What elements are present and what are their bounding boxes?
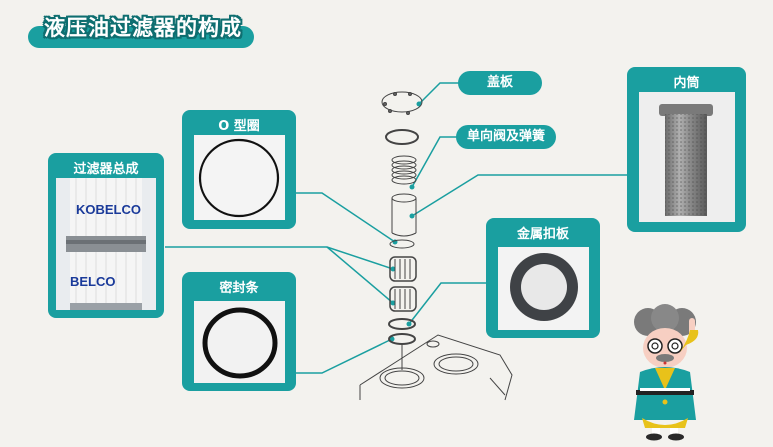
card-filter-assembly: 过滤器总成 KOBELCO BELCO: [48, 153, 164, 318]
exploded-parts-drawing: [359, 91, 513, 401]
card-metal-buckle-plate: 金属扣板: [486, 218, 600, 338]
metal-buckle-plate-icon: [510, 253, 578, 321]
page-title: 液压油过滤器的构成: [28, 10, 258, 50]
inner-tube-photo: [639, 92, 735, 222]
card-inner-tube: 内筒: [627, 67, 746, 232]
card-o-ring-label: O 型圈: [218, 119, 260, 134]
filter-assembly-icon: [66, 178, 146, 310]
professor-character-icon: [634, 304, 699, 441]
callout-cover-plate: 盖板: [458, 71, 542, 95]
callout-check-valve-spring: 单向阀及弹簧: [456, 125, 556, 149]
seal-strip-photo: [194, 301, 285, 383]
title-banner: [28, 26, 254, 48]
card-metal-buckle-plate-label: 金属扣板: [516, 227, 569, 242]
card-inner-tube-label: 内筒: [673, 76, 700, 91]
brand-text-top: KOBELCO: [76, 202, 141, 217]
card-filter-assembly-label: 过滤器总成: [73, 162, 139, 177]
callout-cover-plate-label: 盖板: [486, 75, 513, 90]
mascot-professor: [630, 300, 710, 447]
page-title-text: 液压油过滤器的构成: [44, 16, 242, 40]
seal-strip-icon: [202, 307, 278, 379]
filter-assembly-photo: KOBELCO BELCO: [56, 178, 156, 310]
o-ring-icon: [198, 138, 280, 218]
callout-check-valve-spring-label: 单向阀及弹簧: [466, 129, 545, 144]
inner-tube-icon: [659, 104, 713, 216]
o-ring-photo: [194, 135, 285, 220]
card-o-ring: O 型圈: [182, 110, 296, 229]
metal-buckle-plate-photo: [498, 247, 589, 330]
card-seal-strip: 密封条: [182, 272, 296, 391]
brand-text-bottom: BELCO: [70, 274, 116, 289]
card-seal-strip-label: 密封条: [219, 281, 259, 296]
